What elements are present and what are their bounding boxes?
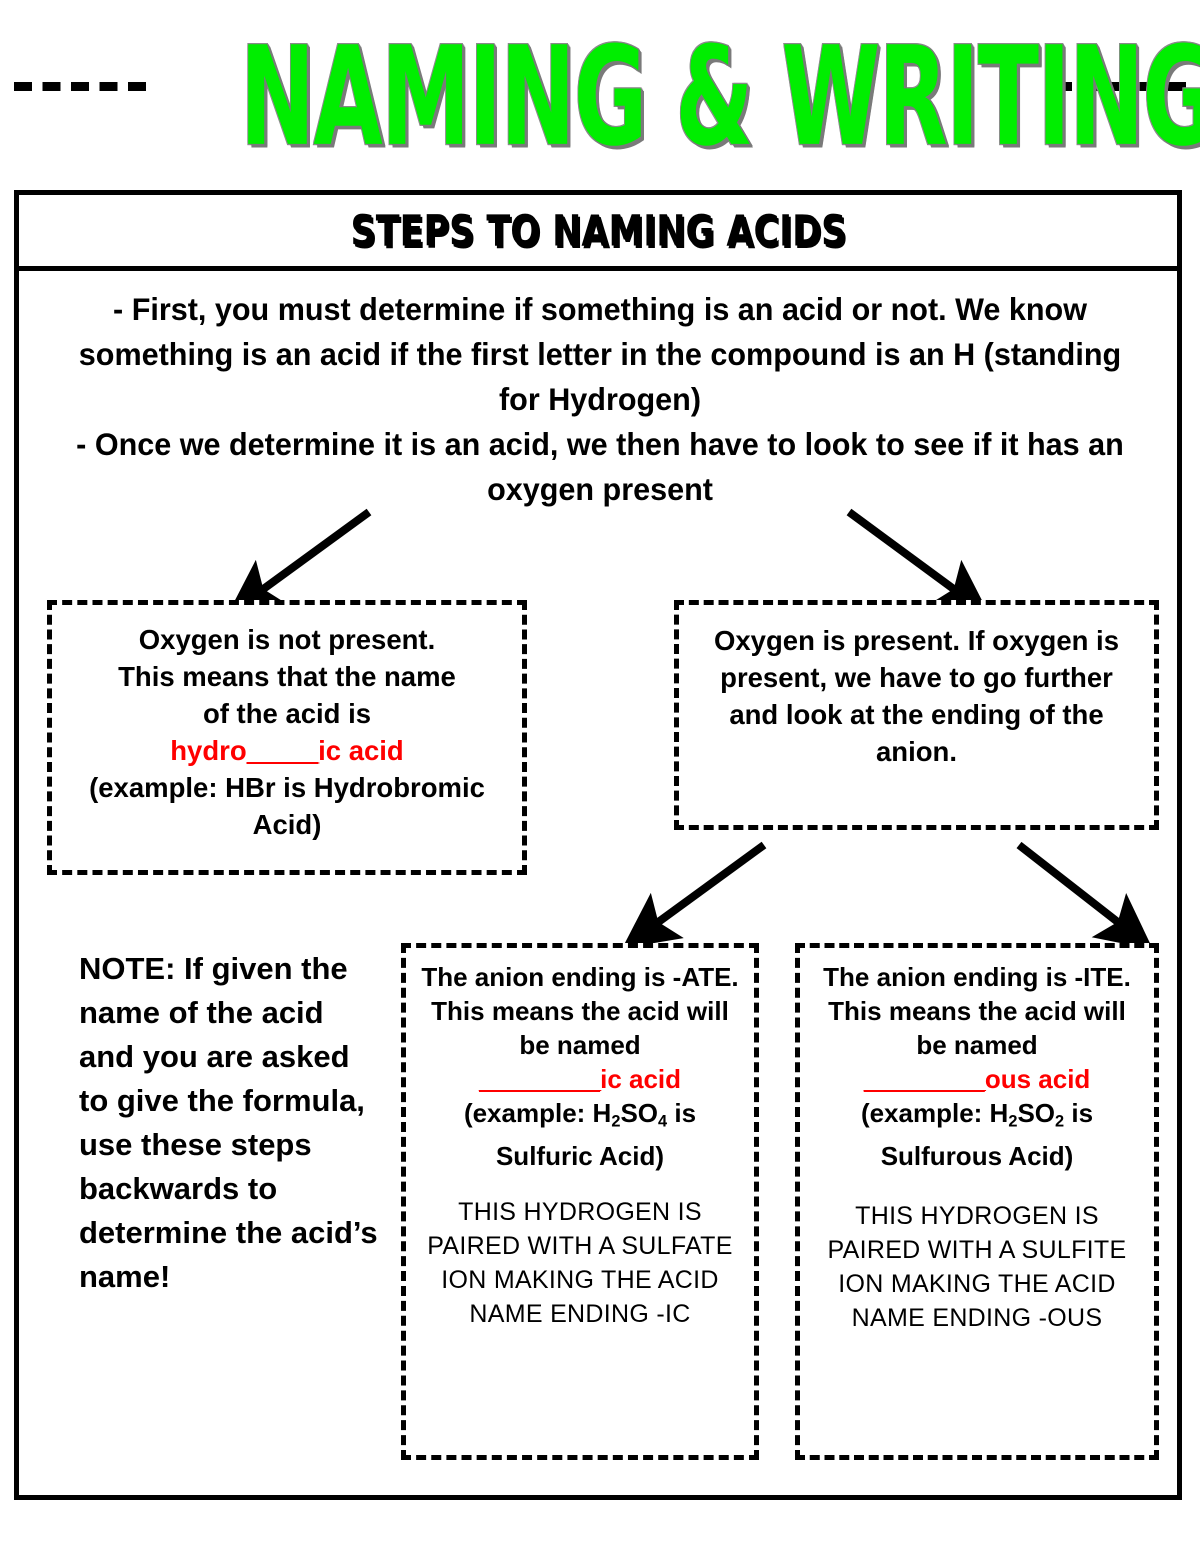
arrow-to-yes-oxygen [846,508,990,616]
section-title: STEPS TO NAMING ACIDS [350,205,846,256]
title-dashed-rule-left [14,82,146,91]
arrow-to-no-oxygen [227,508,372,616]
ite-example-prefix: (example: H [860,1098,1009,1128]
intro-bullet-1: - First, you must determine if something… [78,291,1122,417]
ate-caps-note: THIS HYDROGEN IS PAIRED WITH A SULFATE I… [427,1197,733,1328]
ate-example-sub2: 4 [658,1112,668,1131]
section-header-band: STEPS TO NAMING ACIDS [19,195,1177,271]
ite-intro: The anion ending is -ITE. This means the… [823,962,1131,1060]
arrow-to-ate [622,841,767,949]
ate-example: (example: H2SO4 is Sulfuric Acid) [416,1096,744,1173]
ate-example-prefix: (example: H [463,1098,612,1128]
box-oxygen-present: Oxygen is present. If oxygen is present,… [674,600,1159,830]
ate-rule-blank: _________ [478,1064,601,1094]
ite-rule-blank: _________ [863,1064,986,1094]
page-title: NAMING & WRITING ACIDS [239,17,1200,178]
ate-naming-rule: _________ic acid [416,1062,744,1096]
ite-example-mid: SO [1017,1098,1056,1128]
box-oxygen-not-present: Oxygen is not present. This means that t… [47,600,527,875]
title-dashed-rule-right [1054,82,1186,91]
ate-intro: The anion ending is -ATE. This means the… [421,962,739,1060]
rule-blank: _____ [246,735,319,766]
intro-bullet-list: - First, you must determine if something… [62,287,1139,512]
ite-example-sub1: 2 [1008,1112,1018,1131]
ite-example-suffix: is Sulfurous Acid) [880,1098,1094,1171]
ate-example-sub1: 2 [611,1112,621,1131]
worksheet-frame: STEPS TO NAMING ACIDS - First, you must … [14,190,1182,1500]
ite-example: (example: H2SO2 is Sulfurous Acid) [810,1096,1144,1173]
no-oxygen-line-2: This means that the name [118,661,456,692]
ite-caps-note: THIS HYDROGEN IS PAIRED WITH A SULFITE I… [827,1201,1127,1332]
box-anion-ending-ate: The anion ending is -ATE. This means the… [401,943,759,1460]
intro-bullet-2: - Once we determine it is an acid, we th… [76,426,1124,507]
no-oxygen-line-1: Oxygen is not present. [138,624,436,655]
rule-suffix: ic acid [318,735,404,766]
yes-oxygen-text: Oxygen is present. If oxygen is present,… [714,625,1119,767]
no-oxygen-naming-rule: hydro_____ic acid [66,732,508,769]
ite-rule-suffix: ous acid [984,1064,1091,1094]
ate-example-mid: SO [620,1098,659,1128]
ite-naming-rule: _________ous acid [810,1062,1144,1096]
box-anion-ending-ite: The anion ending is -ITE. This means the… [795,943,1159,1460]
note-block: NOTE: If given the name of the acid and … [79,951,378,1294]
title-banner: NAMING & WRITING ACIDS [0,0,1200,180]
ite-example-sub2: 2 [1055,1112,1065,1131]
no-oxygen-example: (example: HBr is Hydrobromic Acid) [89,772,485,840]
rule-prefix: hydro [170,735,247,766]
ate-example-suffix: is Sulfuric Acid) [495,1098,697,1171]
ate-rule-suffix: ic acid [600,1064,682,1094]
arrow-to-ite [1016,841,1154,950]
no-oxygen-line-3: of the acid is [202,698,372,729]
